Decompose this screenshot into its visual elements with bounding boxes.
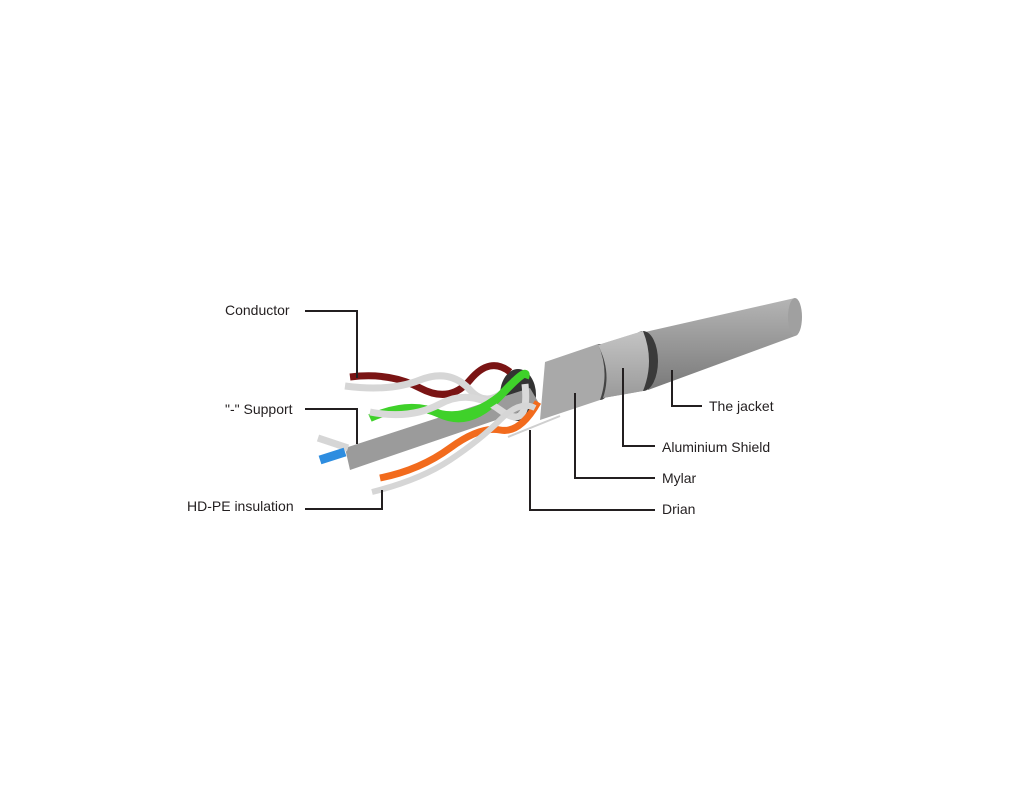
leader-mylar [574, 393, 655, 479]
leader-aluminium-shield [622, 368, 655, 447]
pair-orange [371, 400, 542, 495]
leader-conductor [305, 310, 358, 378]
label-support: "-" Support [225, 401, 293, 417]
pair-brown [344, 362, 518, 403]
leader-support [305, 408, 358, 444]
label-drain: Drian [662, 501, 695, 517]
leader-jacket [671, 370, 702, 407]
jacket [645, 298, 800, 390]
label-jacket: The jacket [709, 398, 774, 414]
label-insulation: HD-PE insulation [187, 498, 294, 514]
mylar [540, 344, 605, 420]
pair-green [368, 369, 530, 423]
label-mylar: Mylar [662, 470, 697, 486]
label-aluminium-shield: Aluminium Shield [662, 439, 770, 455]
leader-insulation [305, 490, 383, 510]
leader-drain [529, 430, 655, 511]
pair-blue [316, 434, 350, 465]
jacket-end-cap [788, 298, 802, 336]
drain-wire [507, 415, 561, 438]
label-conductor: Conductor [225, 302, 290, 318]
